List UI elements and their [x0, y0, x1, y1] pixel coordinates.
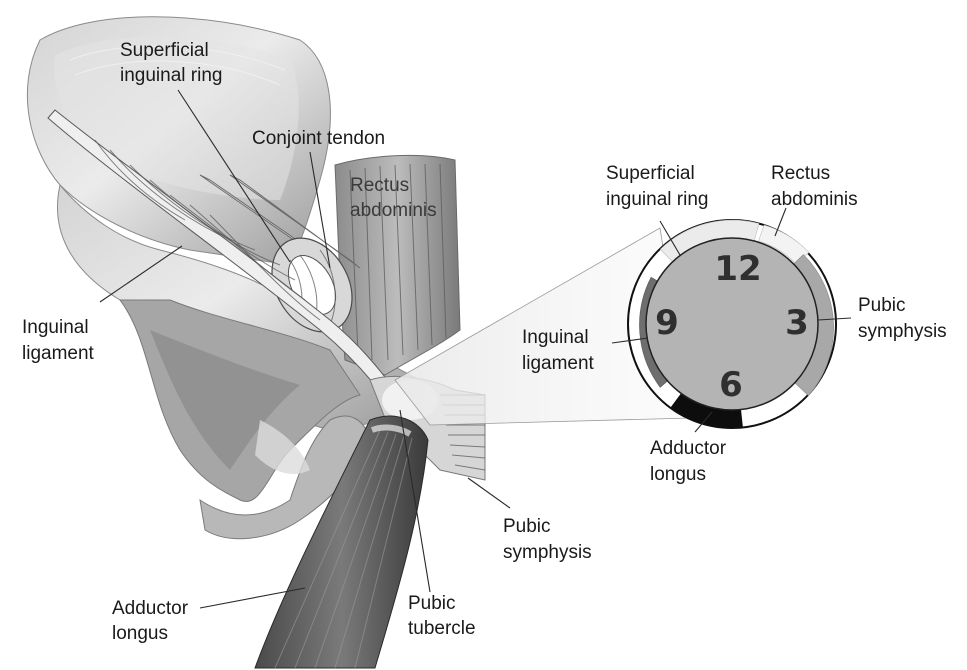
label-adductor-longus: Adductor longus	[112, 598, 193, 644]
clock-label-pubic-symphysis: Pubic symphysis	[858, 295, 947, 342]
clock-label-adductor-longus: Adductor longus	[650, 438, 731, 485]
clock-diagram: 12 3 6 9	[628, 220, 836, 428]
label-pubic-tubercle: Pubic tubercle	[408, 593, 476, 639]
clock-label-rectus-abdominis: Rectus abdominis	[771, 163, 858, 210]
label-inguinal-ligament: Inguinal ligament	[22, 317, 95, 364]
clock-number-6: 6	[719, 365, 743, 405]
clock-number-12: 12	[714, 249, 761, 289]
label-pubic-symphysis: Pubic symphysis	[503, 516, 592, 563]
clock-number-3: 3	[785, 303, 809, 343]
label-conjoint-tendon: Conjoint tendon	[252, 128, 385, 149]
clock-number-9: 9	[655, 303, 679, 343]
clock-label-superficial-ring: Superficial inguinal ring	[606, 163, 708, 210]
